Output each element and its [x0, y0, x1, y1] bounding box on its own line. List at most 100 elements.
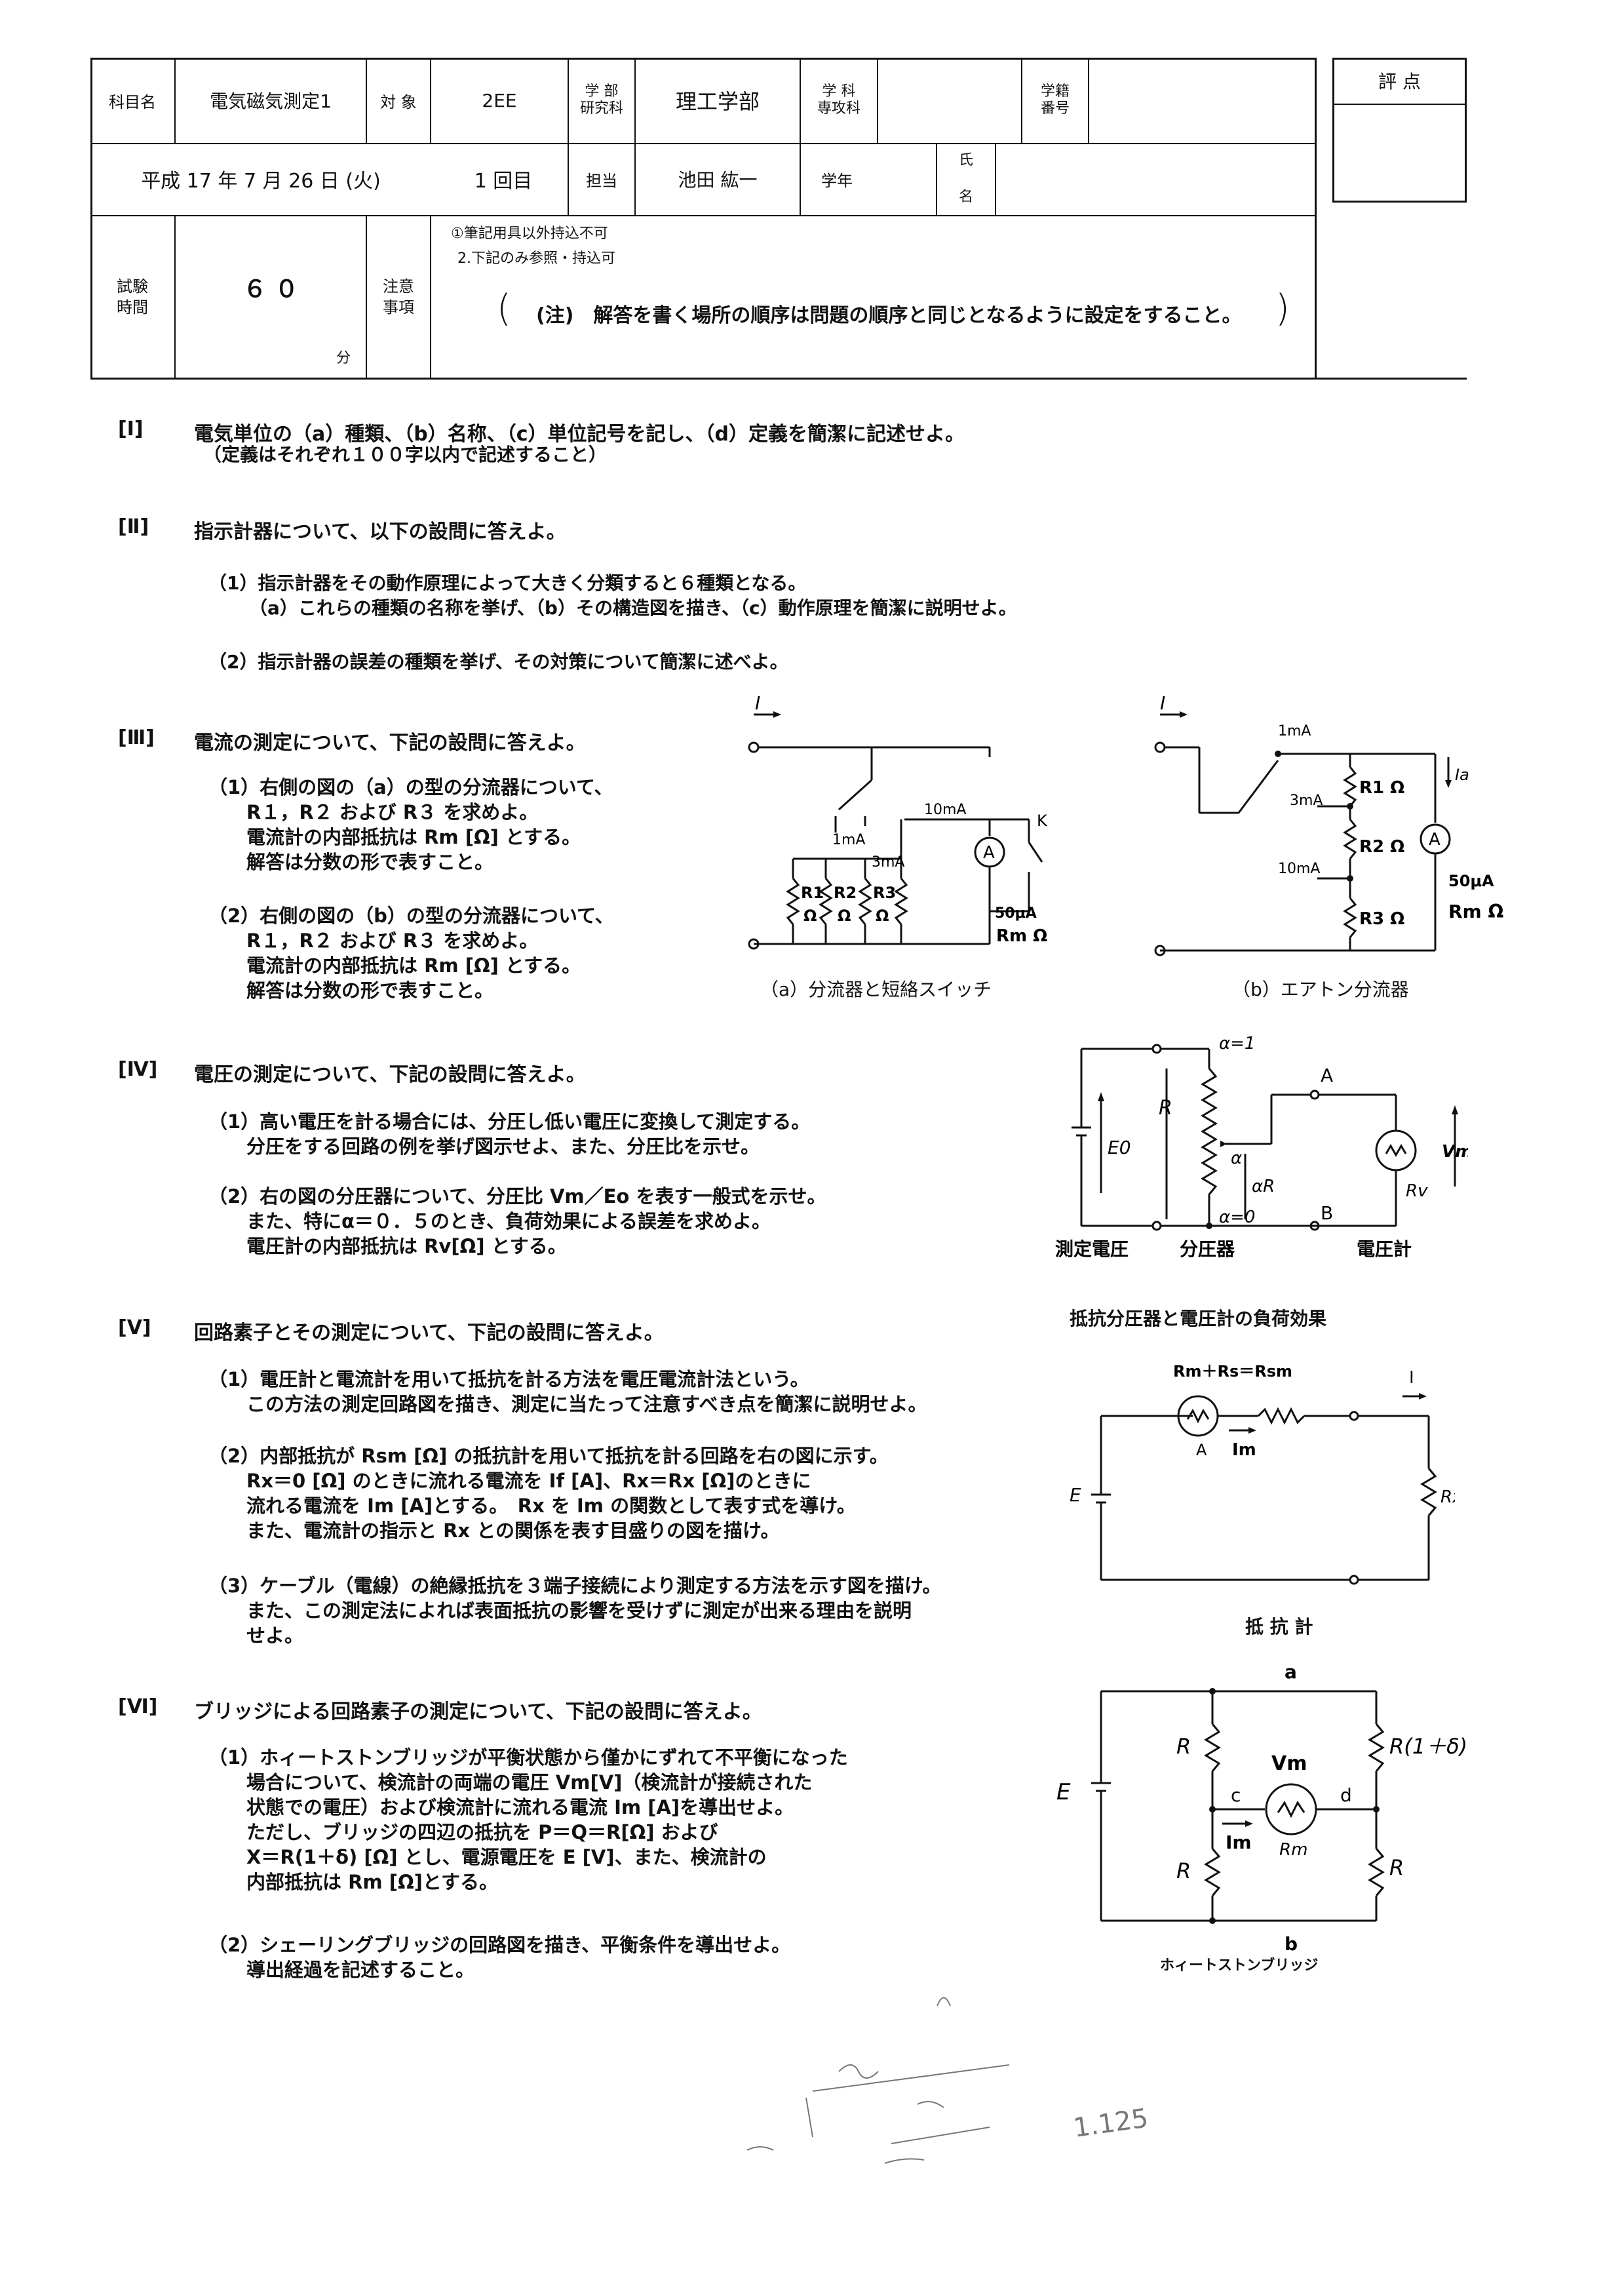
rv-label: Rv: [1406, 1181, 1428, 1201]
terminal-b-label: B: [1321, 1202, 1333, 1224]
section-2-q1a: （1）指示計器をその動作原理によって大きく分類すると６種類となる。: [208, 572, 807, 594]
year-label: 学年: [821, 171, 853, 190]
svg-text:Ω: Ω: [838, 907, 851, 925]
rx-label: Rx: [1440, 1487, 1455, 1507]
r2-label: R2 Ω: [1359, 837, 1404, 857]
label-10mA: 10mA: [924, 802, 966, 818]
label-50uA: 50μA: [995, 905, 1037, 922]
wheatstone-bridge-figure: a b c d R R R R(1＋δ) Vm Im Rm E: [1056, 1661, 1467, 1955]
section-4-number: [Ⅳ]: [118, 1058, 158, 1081]
section-6-q1: （1）ホィートストンブリッジが平衡状態から僅かにずれて不平衡になった 場合につい…: [208, 1746, 848, 1893]
current-ia-label: Ia: [1455, 766, 1469, 784]
section-5-number: [Ⅴ]: [118, 1316, 151, 1339]
section-5-q3: （3）ケーブル（電線）の絶縁抵抗を３端子接続により測定する方法を示す図を描け。 …: [208, 1575, 942, 1647]
ammeter-a-label: A: [1196, 1441, 1207, 1459]
svg-text:R1: R1: [801, 884, 824, 902]
rsm-formula: Rm＋Rs＝Rsm: [1173, 1362, 1292, 1381]
figure-a-caption: （a）分流器と短絡スイッチ: [760, 979, 992, 1000]
switch-k-label: K: [1037, 812, 1048, 830]
svg-text:R3: R3: [873, 884, 896, 902]
source-e-label: E: [1070, 1484, 1081, 1506]
e0-label: E0: [1108, 1137, 1131, 1158]
section-2-q2: （2）指示計器の誤差の種類を挙げ、その対策について簡潔に述べよ。: [208, 651, 788, 673]
alpha-label: α: [1231, 1148, 1242, 1168]
exam-time-unit: 分: [336, 350, 351, 366]
ammeter-a-label: A: [983, 843, 995, 863]
label-rm: Rm Ω: [1448, 901, 1503, 922]
faculty-value: 理工学部: [675, 89, 760, 114]
subject-value: 電気磁気測定1: [210, 90, 332, 112]
figure-bridge-caption: ホィートストンブリッジ: [1160, 1957, 1319, 1974]
section-6-number: [Ⅵ]: [118, 1695, 158, 1718]
exam-date: 平成 17 年 7 月 26 日 (火): [141, 170, 381, 193]
label-divider: 分圧器: [1180, 1238, 1235, 1260]
name-label: 氏 名: [958, 152, 973, 205]
exam-session: 1 回目: [474, 170, 533, 193]
voltage-divider-figure: α=1 α=0 α αR R E0 A B Vm Rv 測定電圧 分圧器 電圧計: [1055, 1034, 1468, 1260]
svg-text:R2: R2: [834, 884, 857, 902]
section-3-q2: （2）右側の図の（b）の型の分流器について、 R１，R２ および R３ を求めよ…: [208, 905, 614, 1002]
dept-value: [878, 58, 1021, 143]
right-paren: ): [1275, 287, 1290, 330]
exam-header-table: 評 点 科目名 電気磁気測定1 対 象 2EE 学 部 研究科 理工学部 学 科…: [90, 58, 1467, 380]
label-measured-voltage: 測定電圧: [1055, 1238, 1129, 1260]
exam-time-label: 試験 時間: [117, 277, 148, 317]
figure-divider-caption: 抵抗分圧器と電圧計の負荷効果: [1070, 1308, 1327, 1329]
note-2: 2.下記のみ参照・持込可: [457, 250, 615, 267]
section-2-q1b: （a）これらの種類の名称を挙げ、（b）その構造図を描き、（c）動作原理を簡潔に説…: [249, 597, 1017, 619]
note-1: ①筆記用具以外持込不可: [451, 226, 608, 242]
source-e-label: E: [1056, 1779, 1071, 1805]
section-5-q2: （2）内部抵抗が Rsm [Ω] の抵抗計を用いて抵抗を計る回路を右の図に示す。…: [208, 1445, 889, 1542]
student-id-label: 学籍 番号: [1040, 83, 1070, 117]
ammeter-a-label: A: [1429, 830, 1440, 850]
left-paren: (: [497, 287, 511, 330]
label-50uA: 50μA: [1448, 872, 1494, 890]
label-rm: Rm Ω: [996, 926, 1047, 946]
alpha-r-label: αR: [1252, 1177, 1275, 1196]
ohmmeter-figure: Rm＋Rs＝Rsm I Im A E Rx: [1070, 1362, 1455, 1585]
dept-label: 学 科 専攻科: [817, 83, 860, 117]
teacher-name: 池田 紘一: [678, 169, 758, 191]
svg-text:Ω: Ω: [803, 907, 817, 925]
label-10mA: 10mA: [1278, 861, 1320, 877]
section-1-text: 電気単位の（a）種類、（b）名称、（c）単位記号を記し、（d）定義を簡潔に記述せ…: [194, 423, 965, 446]
handwritten-number: 1.125: [1072, 2103, 1150, 2143]
alpha-1-label: α=1: [1219, 1034, 1255, 1053]
faculty-label: 学 部 研究科: [579, 83, 623, 117]
section-6-text: ブリッジによる回路素子の測定について、下記の設問に答えよ。: [194, 1700, 762, 1723]
alpha-0-label: α=0: [1219, 1207, 1255, 1227]
terminal-a-label: A: [1321, 1065, 1333, 1086]
section-5-q1: （1）電圧計と電流計を用いて抵抗を計る方法を電圧電流計法という。 この方法の測定…: [208, 1368, 927, 1415]
score-label: 評 点: [1378, 71, 1421, 92]
r3-label: R3 Ω: [1359, 909, 1404, 929]
label-1mA: 1mA: [1278, 723, 1311, 739]
target-value: 2EE: [482, 89, 517, 111]
node-b-label: b: [1285, 1933, 1298, 1955]
current-i-label: I: [755, 695, 760, 714]
student-id-value: [1089, 58, 1315, 143]
resistor-r1d-label: R(1＋δ): [1389, 1734, 1467, 1759]
target-label: 対 象: [380, 92, 417, 111]
shunt-circuit-a-figure: I 1mA 3mA 10mA A K R1 Ω R2 Ω R3 Ω 50μA R…: [748, 695, 1048, 950]
node-a-label: a: [1285, 1661, 1297, 1683]
resistor-r-bottom-left: R: [1176, 1858, 1191, 1883]
notes-label: 注意 事項: [383, 277, 414, 317]
section-3-text: 電流の測定について、下記の設問に答えよ。: [194, 732, 586, 755]
section-1-number: [Ⅰ]: [118, 418, 144, 441]
label-1mA: 1mA: [832, 832, 865, 848]
handwritten-scribble: 1.125: [746, 1997, 1150, 2164]
teacher-label: 担当: [586, 171, 617, 190]
node-c-label: c: [1231, 1784, 1241, 1806]
r-label: R: [1159, 1097, 1172, 1120]
figure-ohmmeter-caption: 抵 抗 計: [1245, 1616, 1313, 1638]
resistor-r-bottom-right: R: [1389, 1855, 1404, 1880]
figure-b-caption: （b）エアトン分流器: [1232, 979, 1409, 1000]
label-voltmeter: 電圧計: [1357, 1238, 1412, 1260]
section-1-sub: （定義はそれぞれ１００字以内で記述すること）: [203, 444, 608, 465]
vm-label: Vm: [1271, 1752, 1307, 1775]
section-4-text: 電圧の測定について、下記の設問に答えよ。: [194, 1063, 586, 1086]
section-3-number: [Ⅲ]: [118, 726, 155, 749]
subject-label: 科目名: [109, 92, 156, 111]
svg-text:Ω: Ω: [876, 907, 889, 925]
section-2-number: [Ⅱ]: [118, 515, 149, 538]
